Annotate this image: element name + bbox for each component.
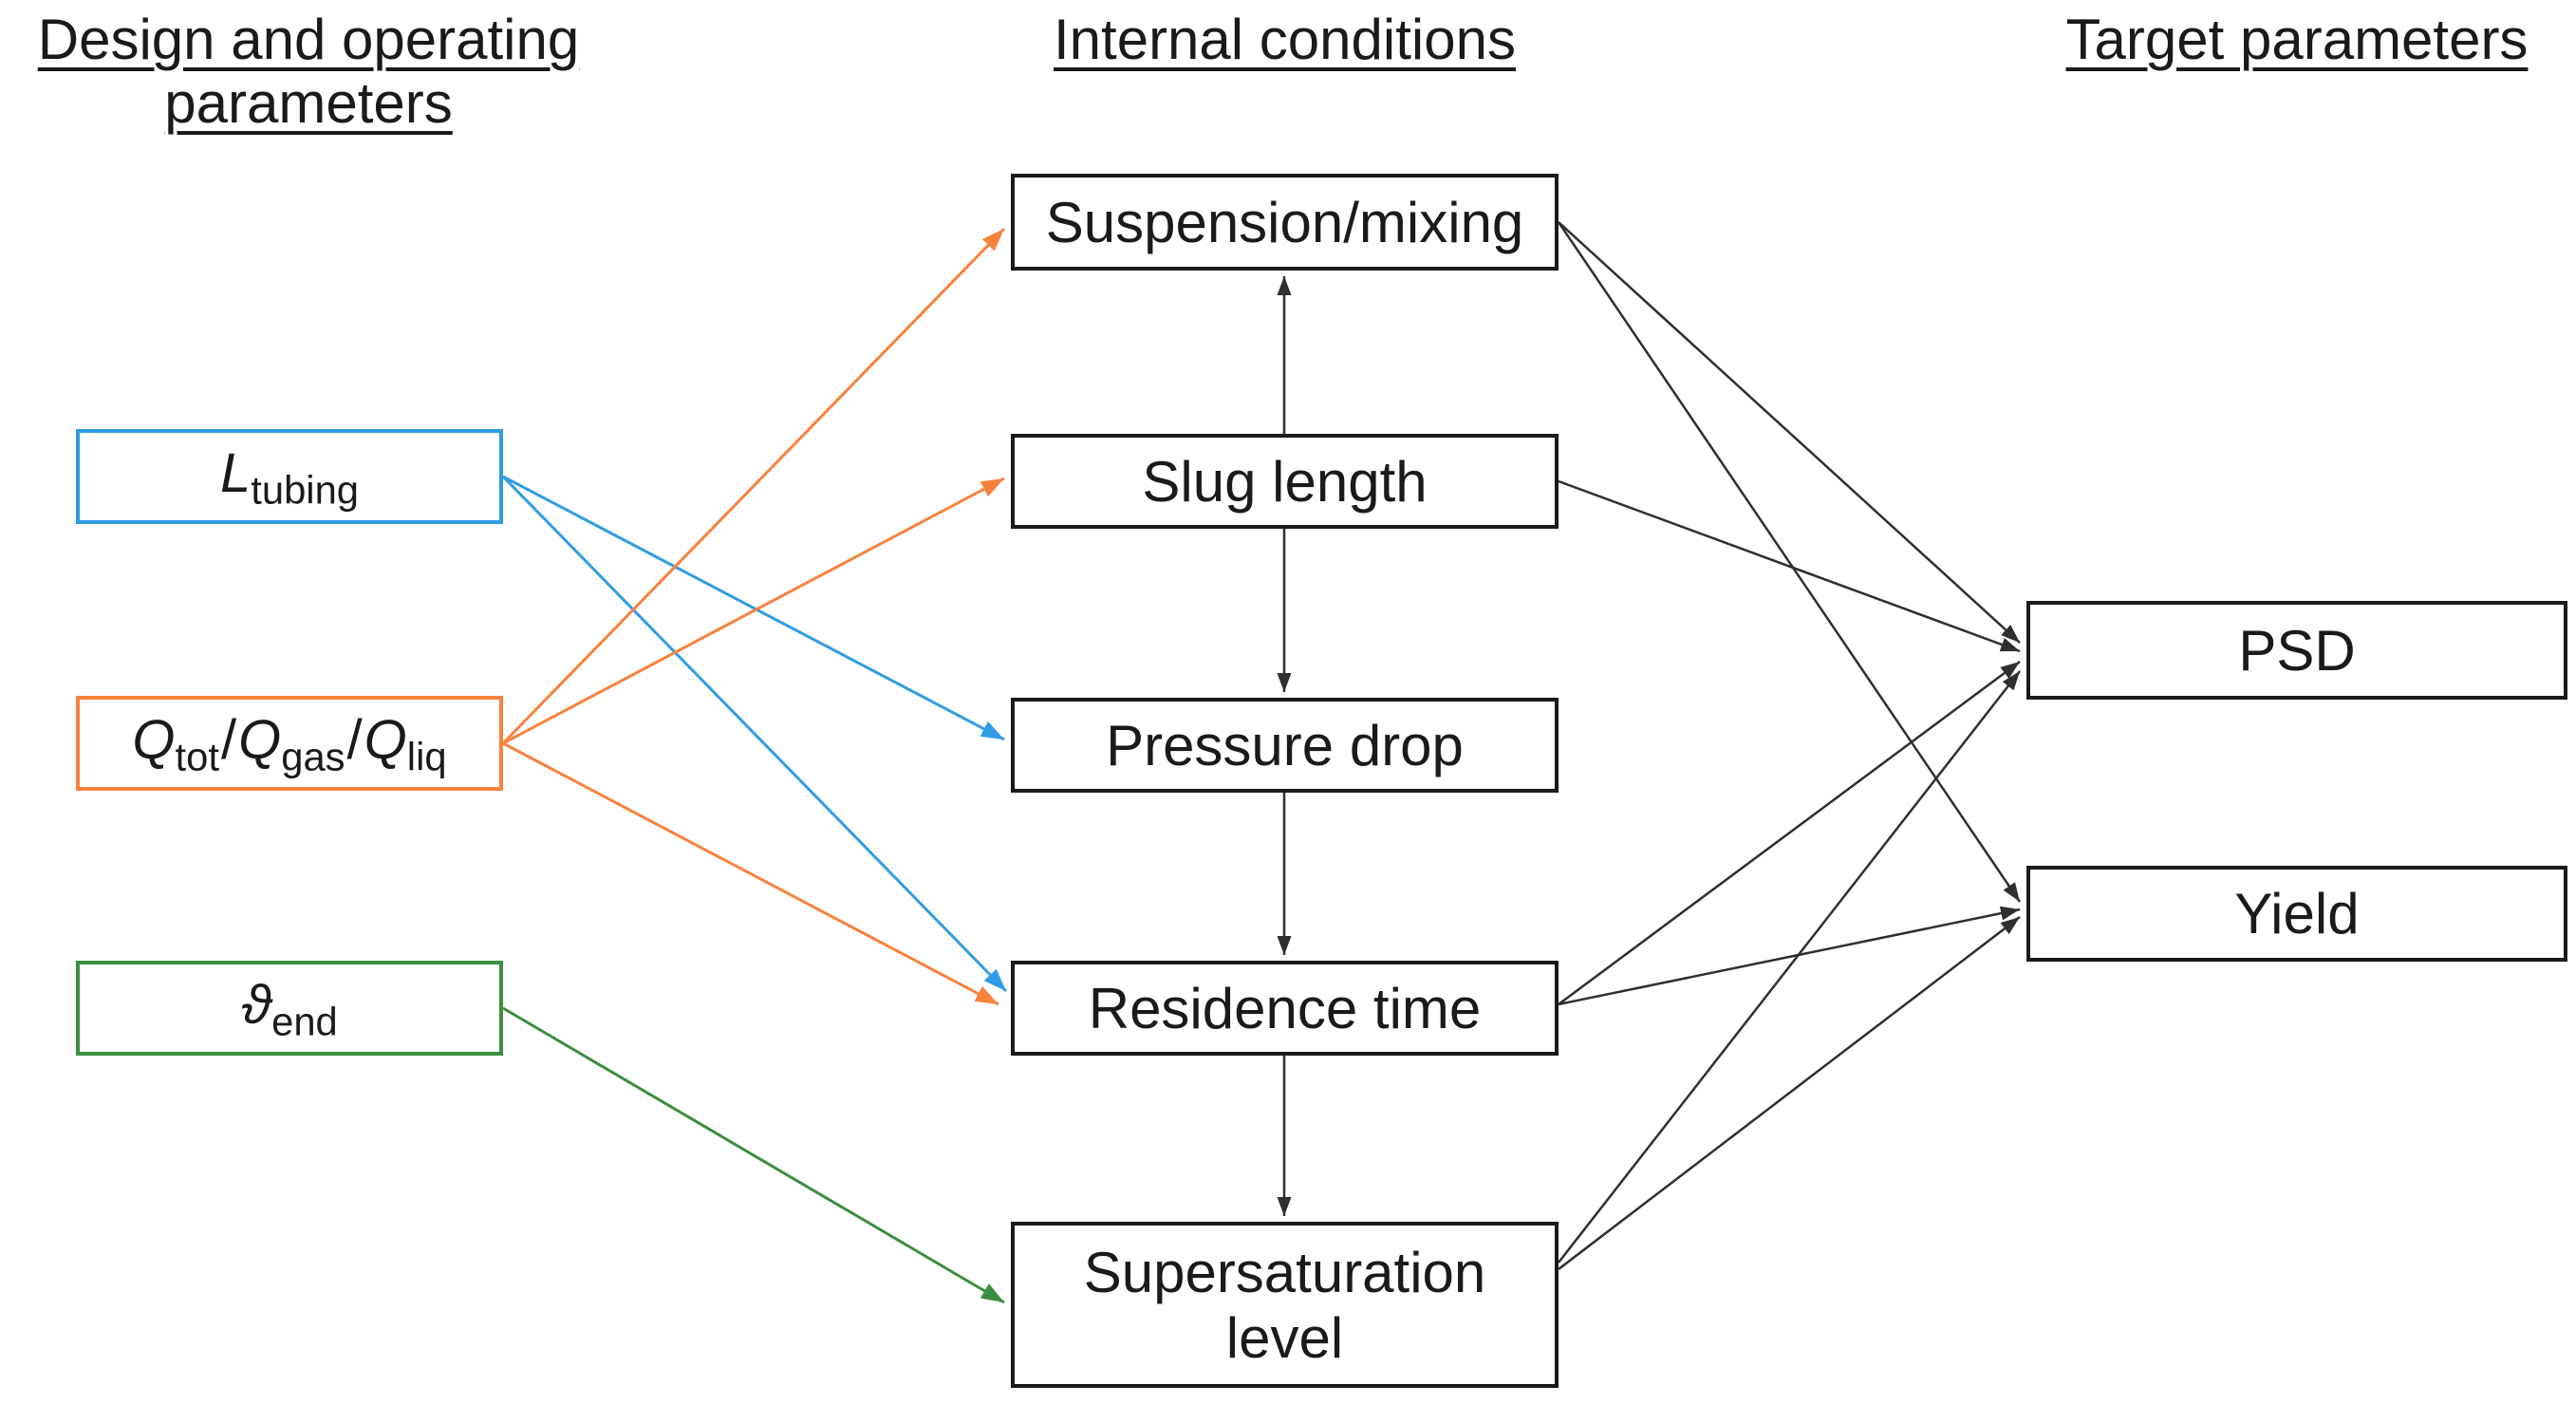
heading-design-operating-parameters: Design and operating parameters — [37, 8, 580, 136]
edge-supersaturation-level-to-psd — [1558, 670, 2021, 1264]
node-l-tubing-label: Ltubing — [219, 442, 360, 513]
node-theta-end: ϑend — [76, 961, 503, 1056]
node-suspension-mixing-label: Suspension/mixing — [1045, 190, 1524, 254]
node-supersaturation-level-label: Supersaturation level — [1083, 1240, 1486, 1370]
node-residence-time: Residence time — [1011, 961, 1559, 1056]
node-psd: PSD — [2026, 601, 2567, 700]
node-pressure-drop-label: Pressure drop — [1106, 713, 1464, 777]
edge-l-tubing-to-pressure-drop — [502, 475, 1005, 741]
heading-target-parameters: Target parameters — [2065, 8, 2529, 71]
heading-internal-conditions: Internal conditions — [1054, 8, 1516, 71]
edge-supersaturation-level-to-yield — [1558, 916, 2021, 1270]
edge-q-flows-to-residence-time — [502, 741, 999, 1006]
edge-slug-length-to-psd — [1558, 479, 2021, 653]
edge-suspension-mixing-to-yield — [1557, 221, 2022, 903]
node-supersaturation-level: Supersaturation level — [1011, 1222, 1559, 1388]
node-slug-length-label: Slug length — [1142, 449, 1428, 514]
node-pressure-drop: Pressure drop — [1011, 698, 1559, 793]
node-theta-end-label: ϑend — [241, 974, 338, 1044]
edge-q-flows-to-suspension-mixing — [501, 227, 1006, 745]
node-q-flows: Qtot/Qgas/Qliq — [76, 696, 503, 791]
node-slug-length: Slug length — [1011, 434, 1559, 529]
edge-suspension-mixing-to-psd — [1558, 221, 2021, 644]
edge-residence-time-to-psd — [1558, 660, 2021, 1006]
edge-l-tubing-to-residence-time — [501, 475, 1008, 993]
edge-q-flows-to-slug-length — [502, 477, 1005, 745]
edge-theta-end-to-supersaturation-level — [502, 1006, 1005, 1304]
node-yield-label: Yield — [2234, 882, 2360, 945]
node-suspension-mixing: Suspension/mixing — [1011, 174, 1559, 271]
node-residence-time-label: Residence time — [1088, 976, 1482, 1040]
node-q-flows-label: Qtot/Qgas/Qliq — [132, 709, 447, 779]
node-l-tubing: Ltubing — [76, 429, 503, 524]
edge-residence-time-to-yield — [1558, 906, 2021, 1006]
node-psd-label: PSD — [2238, 618, 2356, 683]
node-yield: Yield — [2026, 866, 2567, 962]
